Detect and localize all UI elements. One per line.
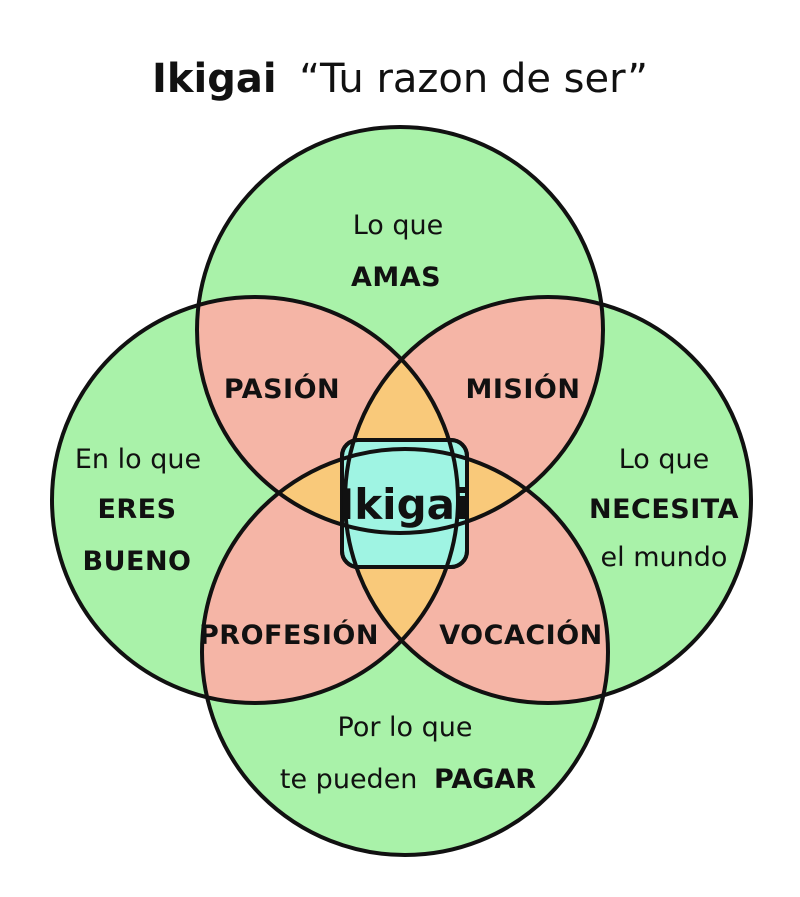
label-pasion: PASIÓN bbox=[224, 373, 340, 405]
diagram-title: Ikigai “Tu razon de ser” bbox=[152, 56, 648, 102]
left-label-line1: En lo que bbox=[75, 444, 201, 475]
circle-top-outline bbox=[195, 125, 605, 535]
label-profesion: PROFESIÓN bbox=[199, 619, 379, 651]
top-label-line2: AMAS bbox=[351, 262, 441, 293]
right-label-line1: Lo que bbox=[619, 444, 710, 475]
center-outline bbox=[340, 438, 469, 569]
top-label-line1: Lo que bbox=[353, 210, 444, 241]
bottom-label-line2-plain: te pueden bbox=[280, 764, 418, 795]
title-rest: “Tu razon de ser” bbox=[299, 56, 648, 102]
label-mision: MISIÓN bbox=[466, 373, 581, 405]
label-vocacion: VOCACIÓN bbox=[439, 619, 603, 651]
circle-left-outline bbox=[50, 295, 460, 705]
bottom-label-line1: Por lo que bbox=[338, 712, 473, 743]
left-label-line3: BUENO bbox=[83, 546, 192, 577]
circle-outlines bbox=[50, 125, 753, 857]
right-label-line2: NECESITA bbox=[589, 494, 739, 525]
left-label-line2: ERES bbox=[97, 494, 176, 525]
right-label-line3: el mundo bbox=[601, 542, 728, 573]
circle-bottom-outline bbox=[200, 447, 610, 857]
title-bold: Ikigai bbox=[152, 56, 277, 102]
center-label: Ikigai bbox=[339, 480, 470, 529]
circle-right-outline bbox=[343, 295, 753, 705]
bottom-label-line2: te pueden PAGAR bbox=[280, 764, 536, 795]
bottom-label-line2-bold: PAGAR bbox=[434, 764, 536, 795]
